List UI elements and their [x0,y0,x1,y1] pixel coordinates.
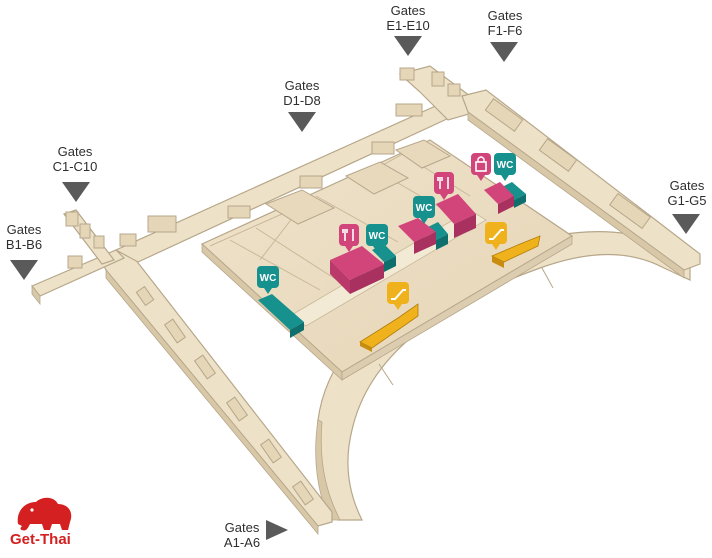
restaurant-block-1 [330,246,384,294]
gate-g-arrow [672,214,700,234]
escalator-icon [391,289,406,300]
concourse-a [99,249,333,536]
escalator-icon [489,229,504,240]
wc-block-4 [500,182,526,208]
escalator-marker-2 [485,222,507,250]
gate-f-arrow [490,42,518,62]
escalator-ramp-1 [359,303,419,352]
shopping-bag-icon [475,156,487,172]
gate-a-arrow [266,520,288,540]
elephant-logo-icon [17,497,72,531]
escalator-marker-1 [387,282,409,310]
gate-d-arrow [288,112,316,132]
wc-icon: WC [260,273,277,284]
restaurant-block-3 [436,194,476,238]
fork-knife-icon [342,229,354,241]
restaurant-marker-1 [339,224,359,252]
wc-icon: WC [369,231,386,242]
concourse-c [63,209,115,265]
wc-marker-2: WC [366,224,388,252]
wc-marker-4: WC [494,153,516,181]
gate-c-arrow [62,182,90,202]
wc-block-3 [426,222,448,250]
restaurant-block-2 [398,218,436,254]
concourse-fg [461,89,701,279]
brand-name: Get-Thai [10,531,71,548]
restaurant-marker-2 [434,172,454,200]
wc-icon: WC [416,203,433,214]
gate-e-arrow [394,36,422,56]
gate-b-arrow [10,260,38,280]
shop-marker [471,153,491,181]
escalator-ramp-2 [491,235,541,268]
wc-marker-3: WC [413,196,435,224]
wc-marker-1: WC [257,266,279,294]
shop-block [484,182,514,214]
wc-block-1 [258,294,304,338]
wc-icon: WC [497,160,514,171]
fork-knife-icon [437,177,449,189]
